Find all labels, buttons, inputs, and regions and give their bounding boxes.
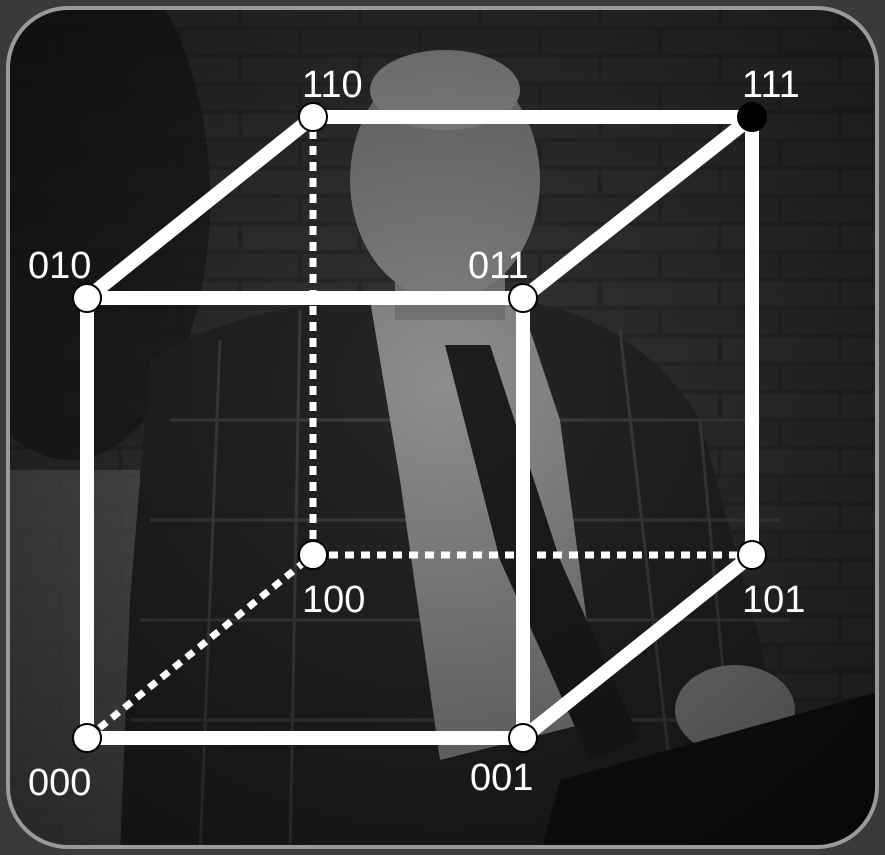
vertex-label-101: 101: [742, 579, 805, 621]
vertex-label-011: 011: [468, 245, 529, 287]
vertex-label-100: 100: [302, 579, 365, 621]
vertex-010: [73, 284, 101, 312]
vertex-label-000: 000: [28, 762, 91, 804]
vertex-100: [299, 541, 327, 569]
vertex-101: [738, 541, 766, 569]
vertex-000: [73, 724, 101, 752]
vertex-label-001: 001: [470, 757, 533, 799]
vertex-label-111: 111: [742, 64, 800, 106]
vertex-111: [738, 103, 766, 131]
vertex-001: [509, 724, 537, 752]
vertex-label-010: 010: [28, 245, 91, 287]
vertex-110: [299, 103, 327, 131]
vertex-011: [509, 284, 537, 312]
vertex-label-110: 110: [302, 64, 363, 106]
